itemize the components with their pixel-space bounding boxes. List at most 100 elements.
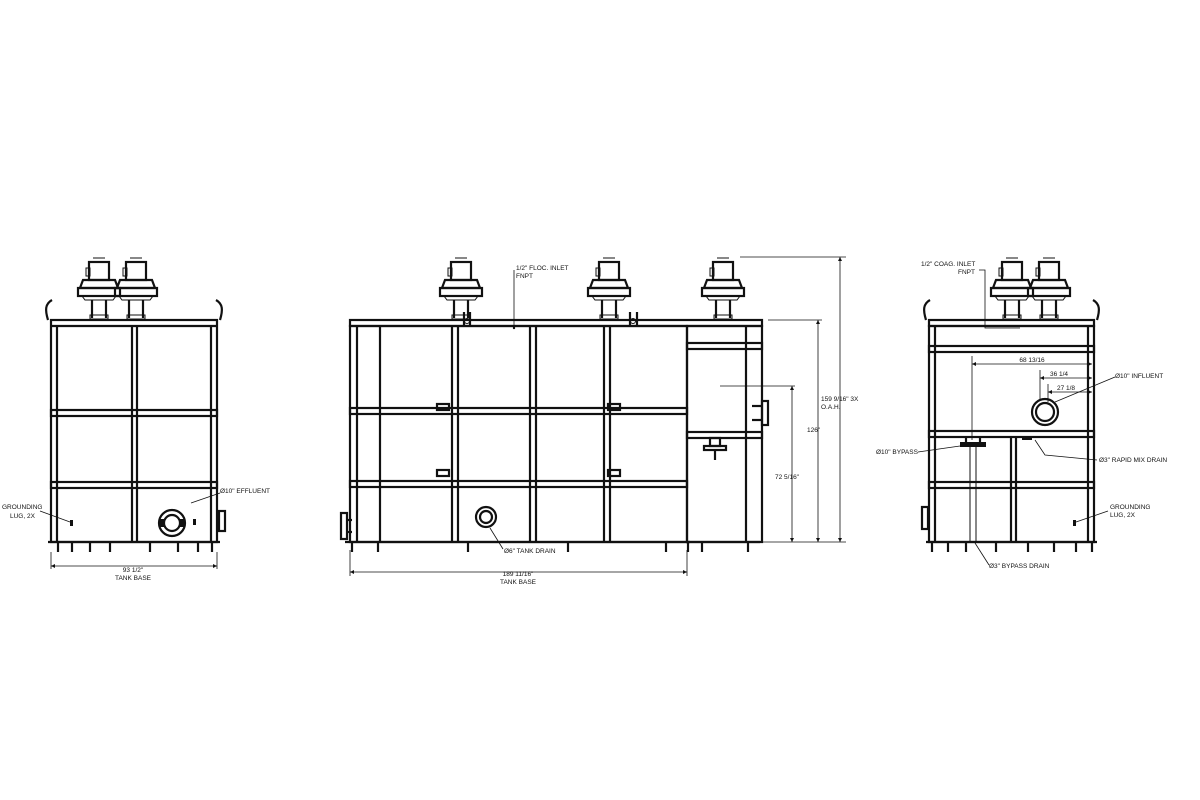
right-grounding-lug bbox=[1073, 520, 1076, 526]
center-drain-flange bbox=[474, 505, 498, 529]
right-band-mid bbox=[927, 429, 1096, 439]
center-flash-drain bbox=[708, 436, 722, 448]
right-influent-label: Ø10" INFLUENT bbox=[1115, 373, 1163, 380]
right-mixer-1-motor bbox=[1000, 260, 1024, 282]
right-mixer-2-gear-flange bbox=[1026, 286, 1072, 298]
height-126-dim-arrow-top bbox=[816, 320, 820, 324]
height-126-dim-arrow-bottom bbox=[816, 538, 820, 542]
right-mixer-1-gear-flange bbox=[989, 286, 1035, 298]
center-mixer-2-gearbox bbox=[588, 278, 630, 290]
height-72-label: 72 5/16" bbox=[775, 474, 800, 481]
height-oah-label-2: O.A.H. bbox=[821, 404, 841, 411]
right-mixer-2-gearbox bbox=[1028, 278, 1070, 290]
left-effluent-flange bbox=[157, 508, 187, 538]
right-mixer-1-motor-box bbox=[998, 267, 1004, 277]
floc-inlet-label-2: FNPT bbox=[516, 273, 533, 280]
center-base-dim-arrow-right bbox=[683, 570, 687, 574]
right-influent-leader bbox=[1054, 376, 1116, 403]
left-side-flange bbox=[217, 509, 227, 533]
left-band-0 bbox=[49, 408, 219, 418]
right-mixer-2-gear-base bbox=[1031, 295, 1067, 301]
center-lug-1-hole bbox=[464, 318, 470, 324]
left-mixer-1-motor bbox=[87, 260, 111, 282]
dim-36-arrow-left bbox=[1040, 376, 1044, 380]
center-bracket-1 bbox=[606, 402, 622, 412]
center-lug-2 bbox=[628, 312, 639, 326]
center-mixer-1-gear-flange bbox=[438, 286, 484, 298]
floc-inlet-label-1: 1/2" FLOC. INLET bbox=[516, 265, 569, 272]
bypass-label: Ø10" BYPASS bbox=[876, 449, 919, 456]
center-flash-band-mid bbox=[685, 430, 764, 440]
left-lift-lug-r bbox=[215, 299, 223, 321]
right-rapid-mix-drain bbox=[1022, 437, 1032, 440]
center-mixer-2-gear-base bbox=[591, 295, 627, 301]
left-lift-lug-l bbox=[45, 299, 53, 321]
tank-geometry bbox=[39, 256, 1116, 576]
coag-inlet-label-1: 1/2" COAG. INLET bbox=[921, 261, 975, 268]
right-grounding-leader bbox=[1075, 510, 1109, 523]
height-oah-dim-arrow-bottom bbox=[838, 538, 842, 542]
right-bypass-leader bbox=[917, 445, 961, 453]
left-mixer-1-gearbox bbox=[78, 278, 120, 290]
right-mixer-1-gearbox bbox=[991, 278, 1033, 290]
height-72-dim-arrow-top bbox=[790, 386, 794, 390]
left-effluent-pipe bbox=[162, 513, 182, 533]
right-grounding-lug-label-1: GROUNDING bbox=[1110, 504, 1150, 511]
right-influent-flange bbox=[1030, 397, 1060, 427]
height-oah-dim-arrow-top bbox=[838, 257, 842, 261]
center-base-dimension-value: 189 11/16" bbox=[503, 571, 534, 578]
center-lug-2-hole bbox=[630, 318, 636, 324]
coag-inlet-label-2: FNPT bbox=[958, 269, 975, 276]
left-mixer-2-motor-box bbox=[122, 267, 128, 277]
center-bracket-3 bbox=[606, 468, 622, 478]
center-mixer-3-gear-base bbox=[705, 295, 741, 301]
left-base-dimension-value: 93 1/2" bbox=[123, 567, 144, 574]
center-base-dim-arrow-left bbox=[350, 570, 354, 574]
center-bracket-0 bbox=[435, 402, 451, 412]
right-rapid-mix-leader bbox=[1034, 439, 1098, 461]
center-influent-flange bbox=[760, 399, 770, 427]
center-left-flange bbox=[339, 511, 349, 541]
left-mixer-1-motor-box bbox=[85, 267, 91, 277]
left-mixer-2-gearbox bbox=[115, 278, 157, 290]
center-flash-drain-flange bbox=[702, 444, 728, 452]
left-effluent-bolt-r bbox=[180, 519, 184, 527]
center-lug-1 bbox=[462, 312, 472, 326]
right-bypass-drain-leader bbox=[974, 542, 990, 566]
right-mixer-1-gear-base bbox=[994, 295, 1030, 301]
center-drain-pipe bbox=[478, 509, 494, 525]
right-mixer-2-motor bbox=[1037, 260, 1061, 282]
rapid-mix-drain-label: Ø3" RAPID MIX DRAIN bbox=[1099, 457, 1167, 464]
center-base-dimension-caption: TANK BASE bbox=[500, 579, 537, 586]
center-mixer-3-motor bbox=[711, 260, 735, 282]
floc-inlet-point bbox=[512, 326, 516, 330]
left-mixer-2-gear-flange bbox=[113, 286, 159, 298]
center-flash-box bbox=[685, 324, 764, 544]
dim-27-arrow-right bbox=[1088, 390, 1092, 394]
left-effluent-bolt-l bbox=[160, 519, 164, 527]
height-126-label: 126" bbox=[807, 427, 821, 434]
dim-68-label: 68 13/16 bbox=[1019, 357, 1045, 364]
left-base-dim-arrow-right bbox=[213, 564, 217, 568]
dim-36-arrow-right bbox=[1088, 376, 1092, 380]
center-mixer-1-motor bbox=[449, 260, 473, 282]
left-effluent-leader bbox=[190, 492, 221, 504]
tank-drain-label: Ø6" TANK DRAIN bbox=[504, 548, 556, 555]
center-mixer-3-gear-flange bbox=[700, 286, 746, 298]
right-bypass-flange bbox=[960, 442, 986, 447]
left-grounding-lug-r bbox=[193, 519, 196, 525]
center-mixer-1-motor-box bbox=[447, 267, 453, 277]
dim-36-label: 36 1/4 bbox=[1050, 371, 1068, 378]
center-band-1 bbox=[348, 479, 689, 489]
height-72-dim-arrow-bottom bbox=[790, 538, 794, 542]
left-base-dimension-caption: TANK BASE bbox=[115, 575, 152, 582]
center-mixer-1-gearbox bbox=[440, 278, 482, 290]
left-band-1 bbox=[49, 480, 219, 490]
left-tank-outline bbox=[49, 318, 219, 544]
dim-68-arrow-left bbox=[972, 362, 976, 366]
center-mixer-1-gear-base bbox=[443, 295, 479, 301]
center-mixer-2-motor-box bbox=[595, 267, 601, 277]
left-base-dim-arrow-left bbox=[51, 564, 55, 568]
right-influent-pipe bbox=[1034, 401, 1056, 423]
